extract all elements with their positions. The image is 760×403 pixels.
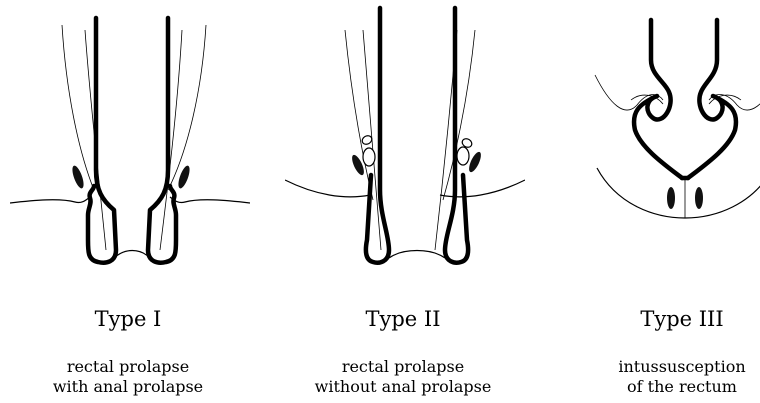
inner-wall-line [160,30,182,250]
outer-wall-line [595,75,663,110]
type-3-diagram [565,0,760,300]
outer-wall-line [709,75,760,110]
type-1-illustration [10,0,250,300]
type-2-diagram [285,0,525,300]
outer-wall-line [62,25,94,190]
prolapse-base [114,251,150,259]
outer-wall-line [345,30,373,200]
type-3-desc-line2: of the rectum [562,377,760,397]
type-3-desc-line1: intussusception [562,357,760,377]
sphincter-left [70,164,86,189]
type-1-diagram [10,0,250,300]
type-1-desc-line2: with anal prolapse [8,377,248,397]
type-1-desc-line1: rectal prolapse [8,357,248,377]
type-3-illustration [565,0,760,300]
sphincter-right [695,187,703,209]
anal-node-right [457,147,469,165]
type-2-description: rectal prolapse without anal prolapse [283,357,523,397]
sphincter-left [667,187,675,209]
skin-line [10,197,90,203]
anal-node-left [363,148,375,166]
type-1-description: rectal prolapse with anal prolapse [8,357,248,397]
outer-wall-line [443,30,475,200]
prolapse-base [389,251,445,259]
type-2-desc-line1: rectal prolapse [283,357,523,377]
type-3-label: Type III [562,307,760,331]
outer-wall-line [168,25,206,190]
type-1-label: Type I [8,307,248,331]
rectal-wall-right [688,20,736,178]
skin-line [285,180,370,197]
skin-line [170,197,250,203]
rectal-wall-right [445,8,468,263]
type-2-illustration [285,0,525,300]
sphincter-right [176,164,192,189]
type-2-label: Type II [283,307,523,331]
rectal-wall-left [88,18,116,263]
type-2-desc-line2: without anal prolapse [283,377,523,397]
type-3-description: intussusception of the rectum [562,357,760,397]
rectal-wall-right [148,18,176,263]
